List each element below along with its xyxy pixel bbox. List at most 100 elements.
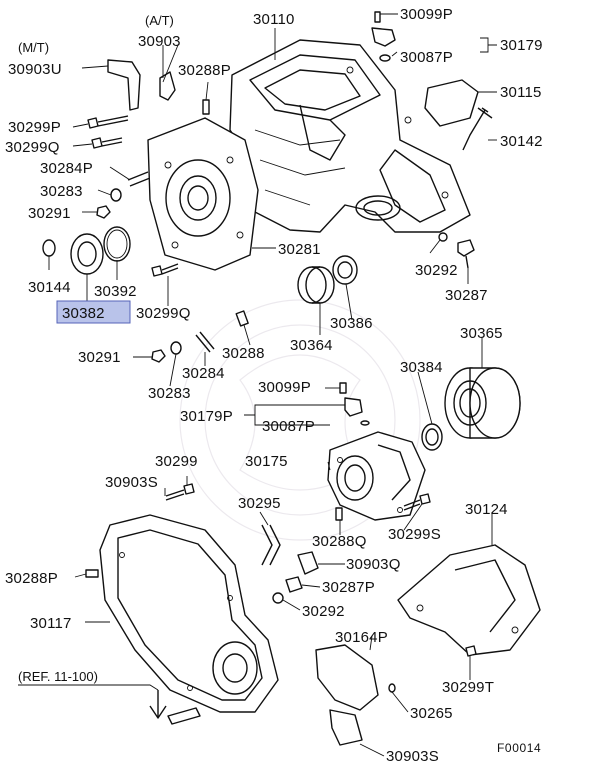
label-30281: 30281 [278, 241, 321, 258]
label-30291-top: 30291 [28, 205, 71, 222]
speed-sensor-mid [339, 382, 370, 426]
label-30364: 30364 [290, 337, 333, 354]
washer-30283-mid [170, 341, 182, 355]
clip-30295 [261, 524, 281, 566]
gasket-30292 [438, 232, 448, 242]
pin-30288 [235, 310, 249, 327]
bearing-30365 [444, 367, 521, 439]
label-30903s-bottom: 30903S [386, 748, 439, 765]
bell-housing-30281 [147, 117, 259, 271]
label-30099p-top: 30099P [400, 6, 453, 23]
bracket-30903s-bottom [329, 709, 363, 746]
label-30288q: 30288Q [312, 533, 367, 550]
label-30299q-left: 30299Q [5, 139, 60, 156]
label-30299q-mid: 30299Q [136, 305, 191, 322]
bracket-30903u [107, 59, 141, 111]
label-30115: 30115 [500, 84, 542, 101]
housing-30117 [99, 514, 279, 713]
label-30099p-mid: 30099P [258, 379, 311, 396]
bracket-30124 [397, 544, 541, 656]
label-30110: 30110 [253, 11, 295, 28]
gasket-30292-bottom [272, 592, 284, 604]
oil-seal-30382 [70, 233, 104, 275]
label-30392: 30392 [94, 283, 137, 300]
plug-30287 [457, 239, 475, 269]
o-ring-30392 [103, 226, 131, 262]
ref-shaft [149, 690, 201, 725]
label-30087p-mid: 30087P [262, 418, 315, 435]
bracket-30903-at [159, 71, 176, 101]
label-30299p: 30299P [8, 119, 61, 136]
plug-30144 [42, 239, 56, 257]
pin-30288p-bottom [85, 569, 99, 578]
bolt-30299p [87, 115, 129, 129]
label-30164p: 30164P [335, 629, 388, 646]
bolt-30299q-top [91, 137, 123, 149]
label-30179p: 30179P [180, 408, 233, 425]
figure-code: F00014 [497, 741, 541, 755]
bolt-30299 [165, 483, 195, 501]
speed-sensor-top [371, 11, 396, 62]
label-ref-note: (REF. 11-100) [18, 669, 98, 684]
label-at-note: (A/T) [145, 13, 174, 28]
rod-30142 [462, 107, 493, 151]
label-30087p-top: 30087P [400, 49, 453, 66]
seal-30384 [421, 423, 443, 451]
label-30288p-bottom: 30288P [5, 570, 58, 587]
label-30142: 30142 [500, 133, 543, 150]
label-30288: 30288 [222, 345, 265, 362]
bolt-30299q-mid [151, 263, 179, 277]
label-30386: 30386 [330, 315, 373, 332]
highlight-30382 [56, 300, 131, 324]
washer-30283-top [110, 188, 122, 202]
transfer-case-30175 [327, 431, 426, 521]
label-30284: 30284 [182, 365, 225, 382]
part-labels: (A/T) (M/T) 30903 30903U 30110 30099P 30… [5, 6, 543, 765]
label-30299s: 30299S [388, 526, 441, 543]
label-30295: 30295 [238, 495, 281, 512]
label-30292-right: 30292 [415, 262, 458, 279]
pin-30288q [335, 507, 343, 521]
label-30291-mid: 30291 [78, 349, 121, 366]
cover-30164p [315, 644, 379, 711]
bolt-30299s [403, 493, 431, 511]
label-30903q: 30903Q [346, 556, 401, 573]
clip-30265 [388, 683, 396, 693]
transmission-case-30110 [229, 39, 471, 233]
label-mt-note: (M/T) [18, 40, 49, 55]
label-30283-mid: 30283 [148, 385, 191, 402]
leader-lines [18, 13, 497, 757]
plug-30287p [285, 576, 303, 593]
label-30384: 30384 [400, 359, 443, 376]
bracket-30903q [297, 551, 319, 575]
label-30292-bottom: 30292 [302, 603, 345, 620]
pin-30288p-top [202, 99, 210, 115]
label-30284p: 30284P [40, 160, 93, 177]
label-30124: 30124 [465, 501, 508, 518]
bracket-30115 [424, 79, 479, 127]
label-30903s-left: 30903S [105, 474, 158, 491]
label-30288p-top: 30288P [178, 62, 231, 79]
label-30117: 30117 [30, 615, 72, 632]
label-30382: 30382 [62, 305, 105, 322]
label-30287p: 30287P [322, 579, 375, 596]
bolt-30299t [465, 645, 477, 657]
label-30299: 30299 [155, 453, 198, 470]
label-30144: 30144 [28, 279, 71, 296]
bearing-30364 [297, 266, 335, 304]
label-30283-top: 30283 [40, 183, 83, 200]
nut-30291-mid [151, 349, 166, 363]
nut-30291-top [96, 205, 111, 219]
label-30179: 30179 [500, 37, 543, 54]
label-30287: 30287 [445, 287, 488, 304]
label-30175: 30175 [245, 453, 288, 470]
seal-30386 [332, 255, 358, 285]
label-30265: 30265 [410, 705, 453, 722]
stud-30284 [195, 331, 215, 353]
stud-30284p [127, 171, 151, 187]
label-30903u: 30903U [8, 61, 62, 78]
label-30299t: 30299T [442, 679, 494, 696]
label-30365: 30365 [460, 325, 503, 342]
